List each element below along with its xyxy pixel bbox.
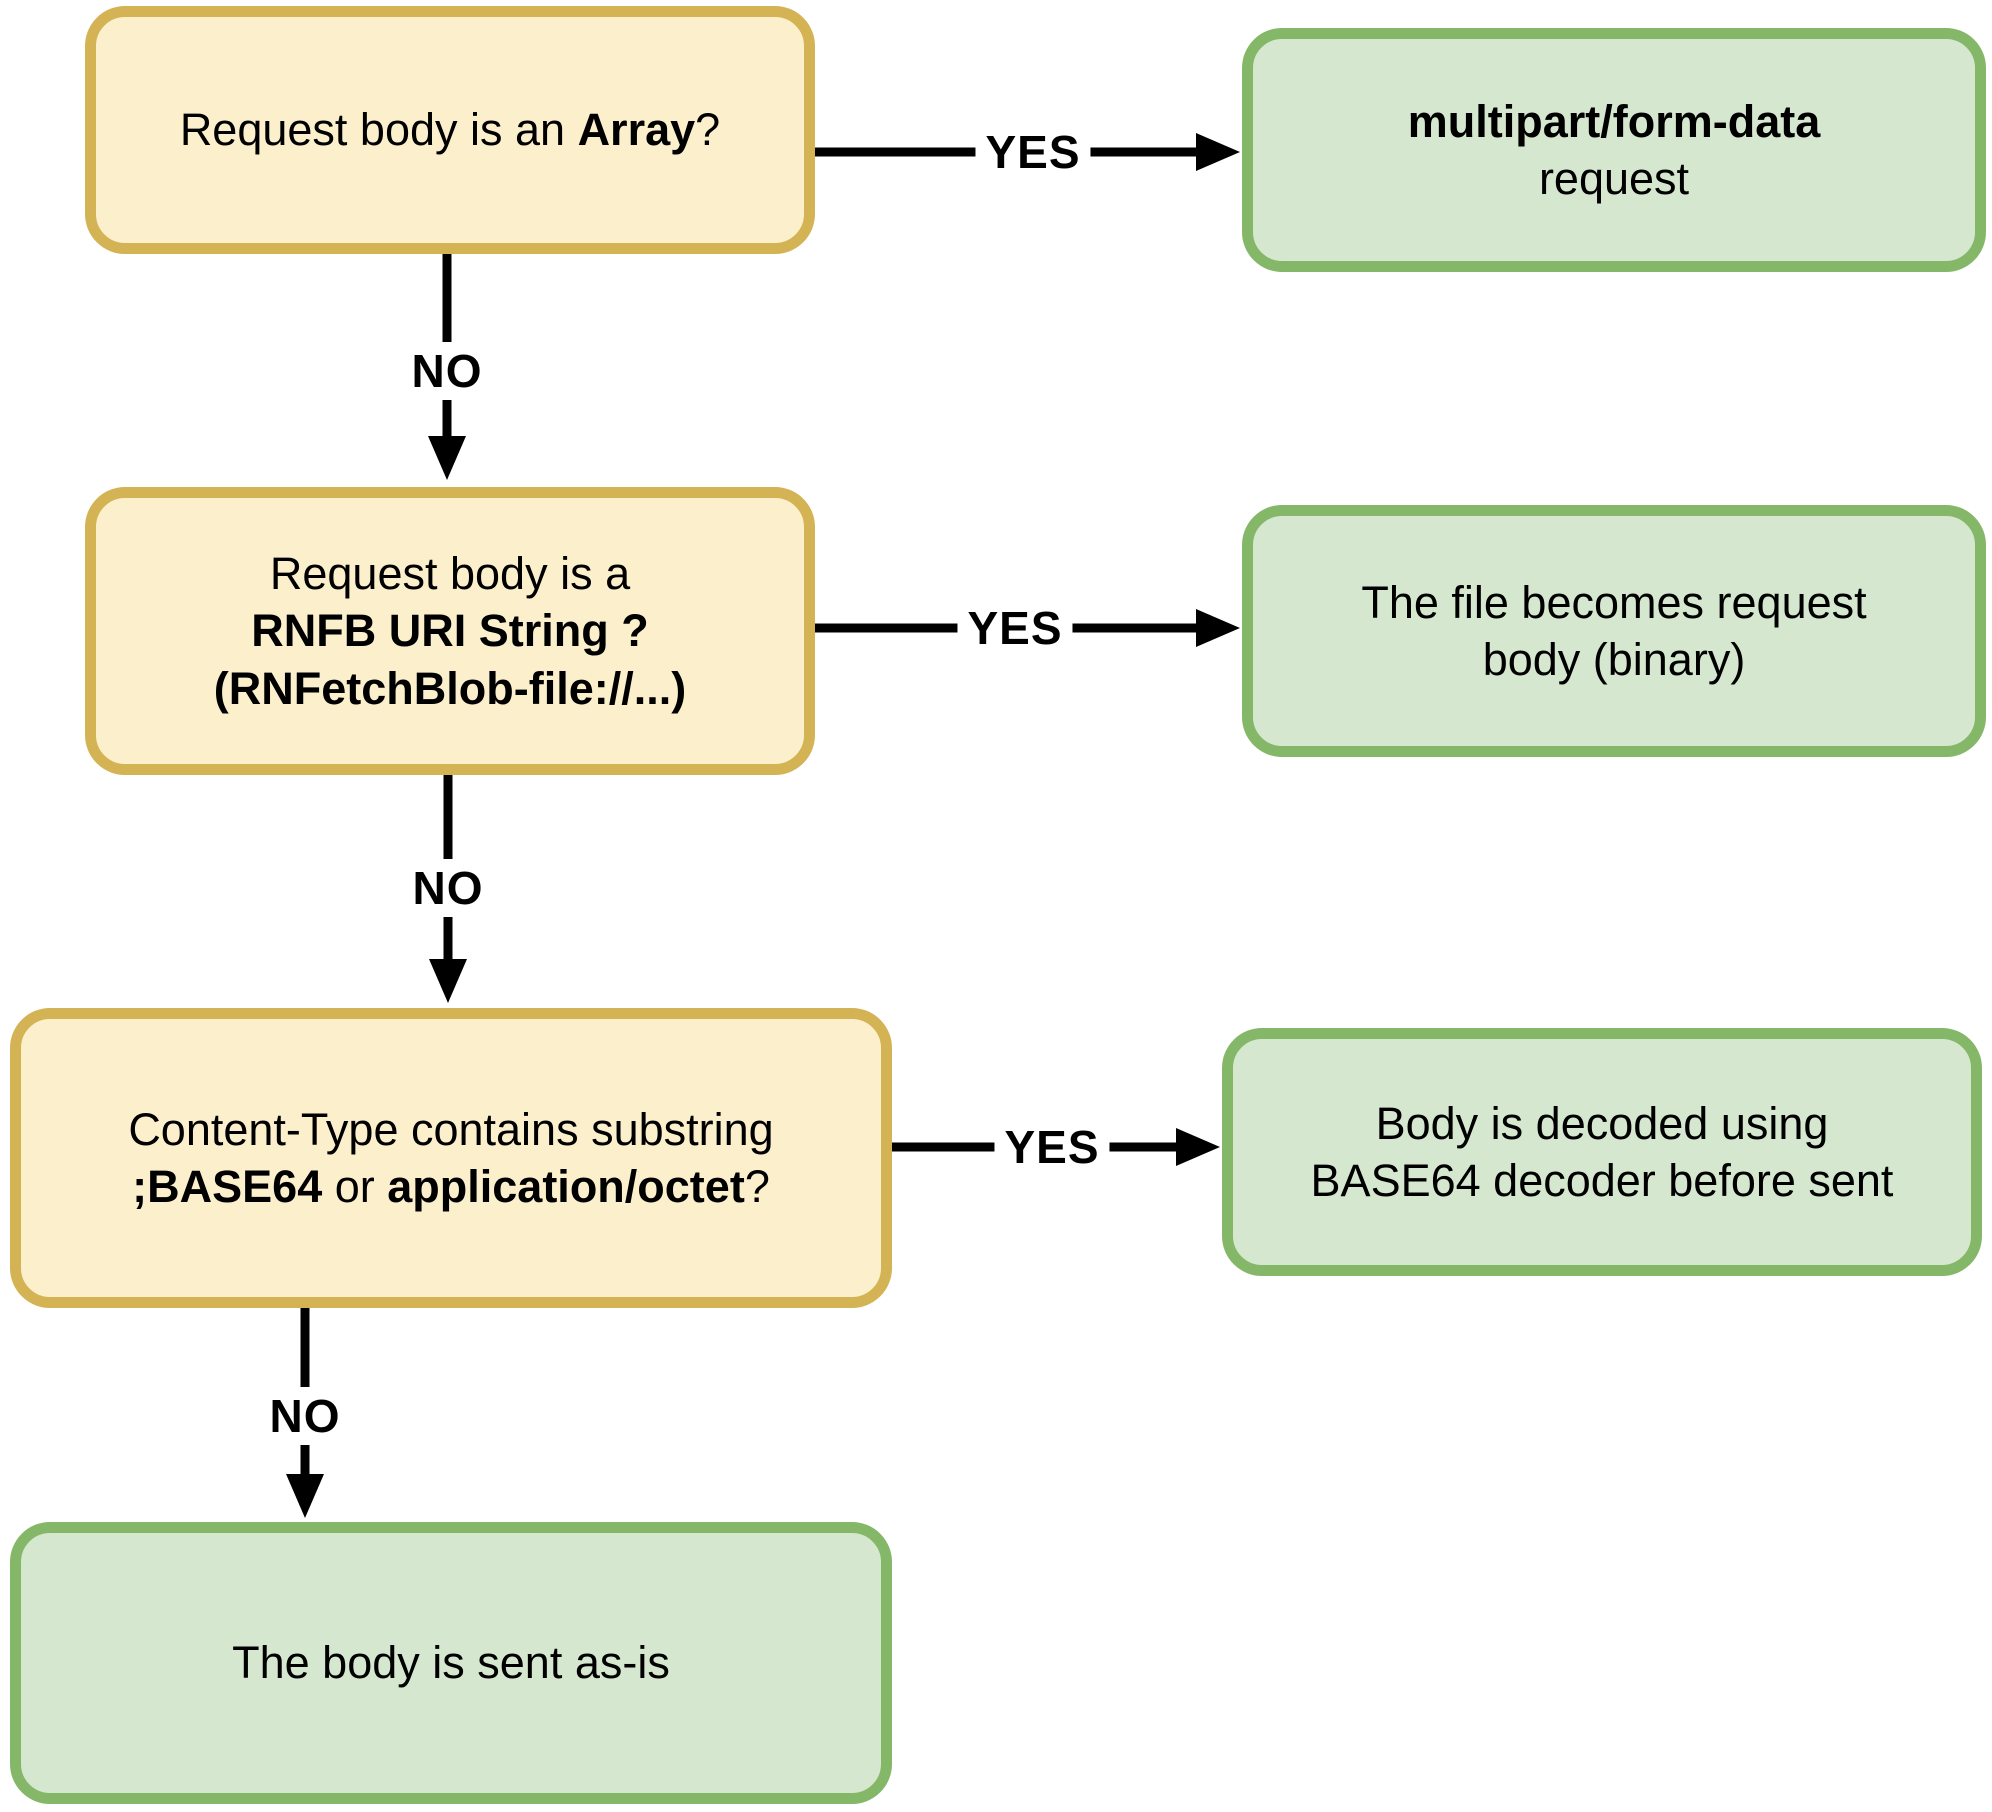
- node-text-line: BASE64 decoder before sent: [1310, 1155, 1894, 1206]
- text-segment-bold: multipart/form-data: [1407, 95, 1821, 147]
- node-text-line: The file becomes request: [1361, 576, 1867, 628]
- edge-label-rnfb-yes: YES: [957, 599, 1073, 657]
- node-text-line: Request body is a: [269, 548, 631, 600]
- node-text-line: RNFB URI String ?: [251, 602, 648, 659]
- node-question-rnfb-uri: Request body is a RNFB URI String ? (RNF…: [85, 487, 815, 775]
- edge-label-rnfb-no: NO: [402, 859, 494, 917]
- node-text-line: Body is decoded using: [1375, 1097, 1829, 1149]
- node-result-multipart-form-data: multipart/form-data request: [1242, 28, 1986, 272]
- text-segment-bold: Array: [577, 104, 696, 156]
- node-text-line: (RNFetchBlob-file://...): [214, 660, 686, 717]
- text-segment: ?: [695, 104, 721, 156]
- node-text-line: Content-Type contains substring: [128, 1103, 774, 1155]
- node-text: Request body is an Array?: [180, 101, 720, 158]
- node-question-content-type: Content-Type contains substring ;BASE64 …: [10, 1008, 892, 1308]
- edge-label-array-yes: YES: [975, 123, 1091, 181]
- edge-label-content-type-no: NO: [259, 1387, 351, 1445]
- node-result-base64-decoded: Body is decoded using BASE64 decoder bef…: [1222, 1028, 1982, 1276]
- edge-label-array-no: NO: [401, 342, 493, 400]
- text-segment: or: [322, 1161, 388, 1212]
- node-text-line: request: [1538, 153, 1690, 204]
- node-result-body-sent-as-is: The body is sent as-is: [10, 1522, 892, 1804]
- node-text-line: ;BASE64 or application/octet?: [132, 1158, 770, 1215]
- node-text-line: The body is sent as-is: [232, 1637, 670, 1689]
- text-segment-bold: application/octet: [387, 1161, 745, 1212]
- text-segment-bold: (RNFetchBlob-file://...): [213, 662, 687, 714]
- edge-label-content-type-yes: YES: [994, 1118, 1110, 1176]
- node-text-line: body (binary): [1482, 634, 1746, 685]
- text-segment-bold: RNFB URI String ?: [251, 605, 649, 657]
- text-segment-bold: ;BASE64: [132, 1161, 323, 1212]
- node-question-array: Request body is an Array?: [85, 6, 815, 254]
- node-text-line: multipart/form-data: [1408, 93, 1821, 150]
- node-result-file-becomes-body: The file becomes request body (binary): [1242, 505, 1986, 757]
- text-segment: ?: [744, 1161, 770, 1212]
- text-segment: Request body is an: [179, 104, 578, 156]
